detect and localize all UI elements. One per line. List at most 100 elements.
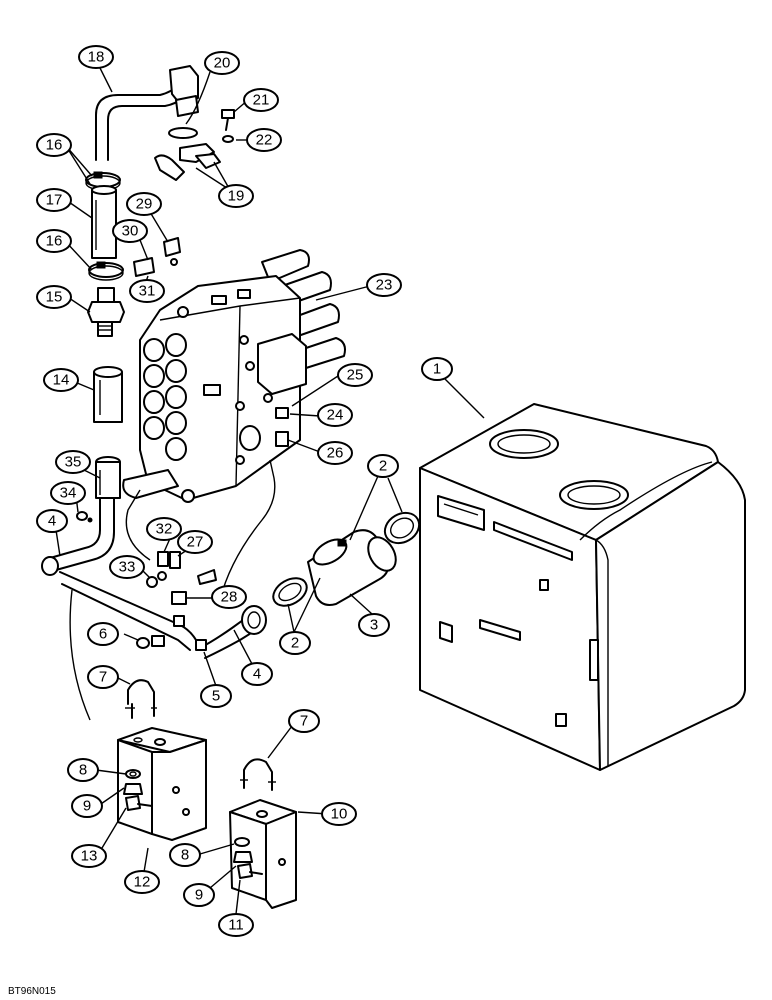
callout-16-b: 16 — [36, 229, 72, 253]
part-20-o-ring — [168, 127, 198, 139]
callout-8-b: 8 — [169, 843, 201, 867]
part-5-fitting — [195, 639, 207, 651]
part-16-hose-clamp-upper — [85, 171, 121, 191]
valve-drain-line — [219, 459, 276, 601]
callout-34: 34 — [50, 481, 86, 505]
svg-text:33: 33 — [119, 559, 136, 576]
callout-2-b: 2 — [279, 631, 311, 655]
part-8-washer-right — [234, 837, 250, 847]
svg-text:21: 21 — [253, 92, 270, 109]
svg-text:28: 28 — [221, 589, 238, 606]
part-18-elbow-tube — [95, 65, 199, 161]
svg-text:35: 35 — [65, 454, 82, 471]
svg-text:8: 8 — [181, 847, 189, 864]
svg-text:9: 9 — [83, 798, 91, 815]
svg-text:26: 26 — [327, 445, 344, 462]
callout-3: 3 — [358, 613, 390, 637]
svg-text:29: 29 — [136, 196, 153, 213]
svg-text:31: 31 — [139, 283, 156, 300]
callout-13: 13 — [71, 844, 107, 868]
callout-16-a: 16 — [36, 133, 72, 157]
part-27-fitting — [169, 551, 217, 585]
svg-text:5: 5 — [212, 688, 220, 705]
svg-text:4: 4 — [48, 513, 56, 530]
callout-21: 21 — [243, 88, 279, 112]
callout-22: 22 — [246, 128, 282, 152]
svg-text:17: 17 — [46, 192, 63, 209]
callout-19: 19 — [218, 184, 254, 208]
svg-text:20: 20 — [214, 55, 231, 72]
callout-31: 31 — [129, 279, 165, 303]
callout-32: 32 — [146, 517, 182, 541]
part-4-tube — [41, 497, 267, 659]
svg-text:18: 18 — [88, 49, 105, 66]
part-2-hose-clamp-c — [383, 511, 421, 545]
svg-text:16: 16 — [46, 233, 63, 250]
svg-text:2: 2 — [379, 458, 387, 475]
callout-17: 17 — [36, 188, 72, 212]
part-33-fitting — [146, 571, 167, 588]
part-29-fitting — [163, 237, 181, 266]
part-15-adapter — [87, 287, 125, 337]
svg-text:9: 9 — [195, 887, 203, 904]
svg-text:3: 3 — [370, 617, 378, 634]
svg-text:27: 27 — [187, 534, 204, 551]
svg-text:16: 16 — [46, 137, 63, 154]
callout-15: 15 — [36, 285, 72, 309]
callout-24: 24 — [317, 403, 353, 427]
callout-28: 28 — [211, 585, 247, 609]
part-6-plug — [136, 635, 165, 649]
svg-text:24: 24 — [327, 407, 344, 424]
part-30-fitting — [133, 257, 155, 277]
part-1-hydraulic-tank — [419, 403, 746, 771]
part-8-washer-left — [125, 769, 141, 779]
callout-4-b: 4 — [241, 662, 273, 686]
callout-6: 6 — [87, 622, 119, 646]
svg-text:14: 14 — [53, 372, 70, 389]
svg-text:10: 10 — [331, 806, 348, 823]
svg-text:19: 19 — [228, 188, 245, 205]
svg-text:34: 34 — [60, 485, 77, 502]
callout-33: 33 — [109, 555, 145, 579]
part-14-sleeve — [93, 366, 123, 423]
part-17-hose — [91, 185, 117, 259]
part-12-bracket — [117, 727, 207, 841]
svg-text:11: 11 — [228, 917, 244, 934]
part-9-nut-left — [123, 783, 143, 795]
part-9-nut-right — [233, 851, 253, 863]
callout-35: 35 — [55, 450, 91, 474]
callout-25: 25 — [337, 363, 373, 387]
svg-text:23: 23 — [376, 277, 393, 294]
callout-29: 29 — [126, 192, 162, 216]
callout-4-a: 4 — [36, 509, 68, 533]
svg-text:32: 32 — [156, 521, 173, 538]
callout-23: 23 — [366, 273, 402, 297]
part-32-fitting — [157, 551, 169, 567]
svg-text:15: 15 — [46, 289, 63, 306]
part-16-hose-clamp-lower — [88, 261, 124, 281]
svg-text:4: 4 — [253, 666, 261, 683]
part-7-u-bolt-left — [125, 679, 157, 719]
figure-code: BT96N015 — [8, 986, 56, 997]
arc-reference-line — [69, 589, 91, 721]
part-2-hose-clamp-b — [272, 577, 308, 607]
part-7-u-bolt-right — [240, 758, 276, 791]
part-3-hose — [307, 529, 397, 606]
part-13-bolt — [125, 795, 153, 811]
svg-text:8: 8 — [79, 762, 87, 779]
part-34-plug — [76, 511, 93, 523]
svg-text:1: 1 — [433, 361, 441, 378]
svg-text:6: 6 — [99, 626, 107, 643]
svg-text:25: 25 — [347, 367, 364, 384]
callout-11: 11 — [218, 913, 254, 937]
callout-9-a: 9 — [71, 794, 103, 818]
part-19-split-flange — [154, 143, 221, 181]
callout-9-b: 9 — [183, 883, 215, 907]
svg-text:30: 30 — [122, 223, 139, 240]
callout-7-a: 7 — [87, 665, 119, 689]
callout-1: 1 — [421, 357, 453, 381]
callout-10: 10 — [321, 802, 357, 826]
svg-text:7: 7 — [300, 713, 308, 730]
part-23-control-valve — [122, 249, 346, 503]
callout-12: 12 — [124, 870, 160, 894]
